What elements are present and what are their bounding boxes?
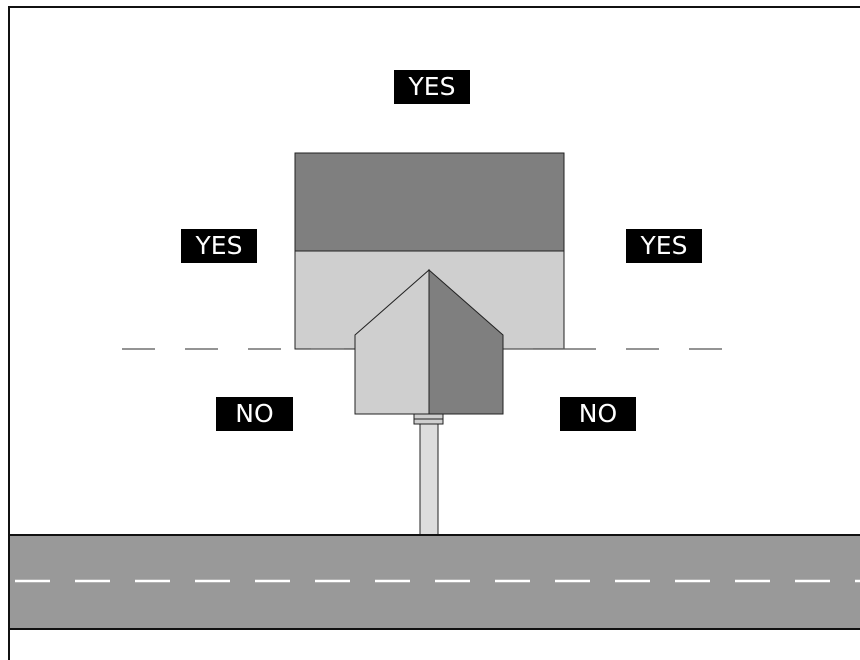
label-yes-right: YES xyxy=(626,229,702,263)
label-yes-top: YES xyxy=(394,70,470,104)
label-no-left: NO xyxy=(216,397,293,431)
sign-post xyxy=(419,422,439,536)
label-yes-left: YES xyxy=(181,229,257,263)
diagram-frame xyxy=(8,6,860,660)
sign-right-face xyxy=(428,268,504,415)
house-roof xyxy=(294,152,565,252)
label-no-right: NO xyxy=(560,397,636,431)
